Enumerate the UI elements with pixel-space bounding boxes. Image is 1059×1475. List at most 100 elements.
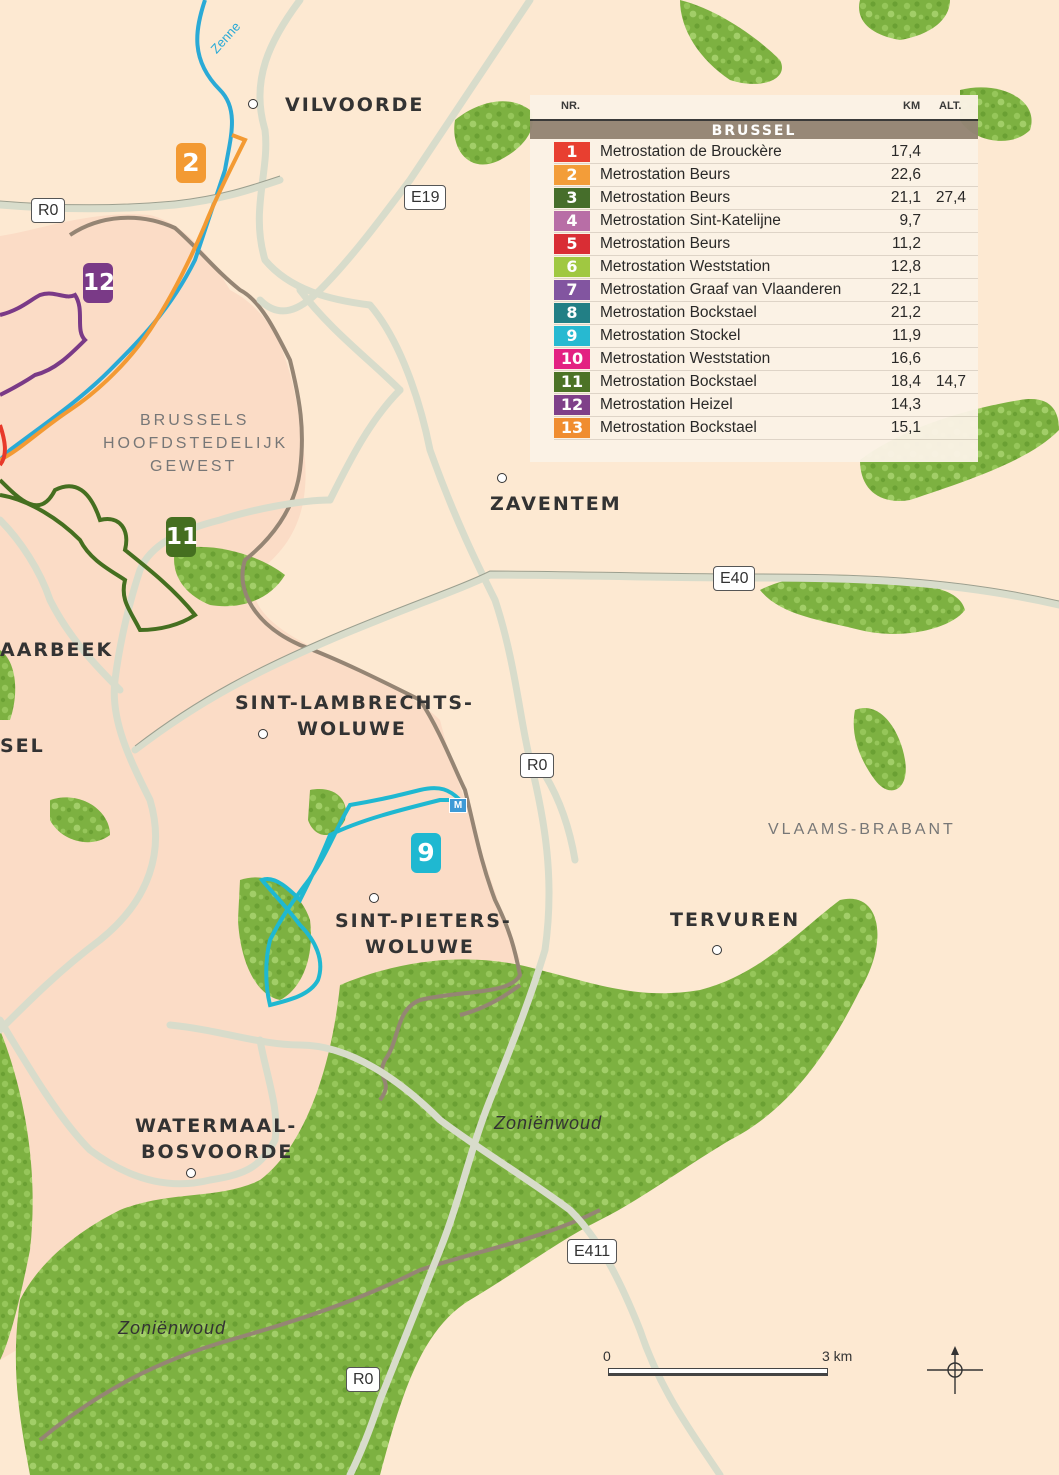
road-shield-e411: E411 — [567, 1239, 618, 1264]
legend-route-km: 22,1 — [890, 281, 921, 298]
legend-route-number: 12 — [554, 395, 590, 415]
region-brussels-line3: GEWEST — [150, 458, 238, 475]
legend-row[interactable]: 1 Metrostation de Brouckère 17,4 — [554, 141, 978, 164]
legend-route-number: 4 — [554, 211, 590, 231]
legend-route-number: 10 — [554, 349, 590, 369]
legend-route-km: 21,1 — [890, 189, 921, 206]
route-badge-9[interactable]: 9 — [411, 833, 441, 873]
legend-route-start: Metrostation Graaf van Vlaanderen — [600, 281, 842, 298]
north-arrow-icon — [927, 1346, 983, 1394]
route-11-line — [0, 478, 198, 633]
scale-start-label: 0 — [603, 1348, 611, 1364]
scale-end-label: 3 km — [822, 1348, 853, 1364]
road-shield-e40: E40 — [713, 566, 756, 591]
legend-route-km: 12,8 — [890, 258, 921, 275]
sint-lambrechts-dot — [258, 729, 268, 739]
place-brussel: SEL — [0, 735, 45, 757]
metro-station-icon: M — [449, 798, 467, 813]
legend-row[interactable]: 8 Metrostation Bockstael 21,2 — [554, 302, 978, 325]
legend-route-number: 2 — [554, 165, 590, 185]
road-shield-r0-north: R0 — [31, 198, 66, 223]
place-vilvoorde: VILVOORDE — [285, 94, 425, 116]
legend-row[interactable]: 6 Metrostation Weststation 12,8 — [554, 256, 978, 279]
scale-bar — [608, 1368, 828, 1378]
legend-route-number: 6 — [554, 257, 590, 277]
legend-route-start: Metrostation Sint-Katelijne — [600, 212, 781, 229]
legend-col-alt: ALT. — [939, 100, 962, 112]
zenne-river — [0, 0, 234, 462]
tervuren-dot — [712, 945, 722, 955]
place-sint-lambrechts-line2: WOLUWE — [297, 718, 407, 740]
legend-row[interactable]: 2 Metrostation Beurs 22,6 — [554, 164, 978, 187]
route-badge-12[interactable]: 12 — [83, 263, 115, 303]
place-zaventem: ZAVENTEM — [490, 493, 622, 515]
legend-row[interactable]: 10 Metrostation Weststation 16,6 — [554, 348, 978, 371]
legend-route-km: 18,4 — [890, 373, 921, 390]
route-2-line — [0, 133, 248, 462]
place-sint-pieters-line1: SINT-PIETERS- — [335, 910, 512, 932]
route-badge-11[interactable]: 11 — [166, 517, 198, 557]
legend-route-km: 21,2 — [890, 304, 921, 321]
legend-route-start: Metrostation Stockel — [600, 327, 741, 344]
legend-row[interactable]: 12 Metrostation Heizel 14,3 — [554, 394, 978, 417]
legend-col-km: KM — [903, 100, 921, 112]
legend-route-start: Metrostation Weststation — [600, 350, 771, 367]
place-schaarbeek: AARBEEK — [0, 639, 114, 661]
region-vlaams-brabant: VLAAMS-BRABANT — [768, 821, 956, 838]
commune-borders — [38, 215, 601, 1442]
forest-label-east: Zoniënwoud — [494, 1113, 603, 1133]
legend-row[interactable]: 4 Metrostation Sint-Katelijne 9,7 — [554, 210, 978, 233]
watermaal-dot — [186, 1168, 196, 1178]
legend-route-km: 9,7 — [899, 212, 921, 229]
legend-route-start: Metrostation Weststation — [600, 258, 771, 275]
region-brussels-line1: BRUSSELS — [140, 412, 250, 429]
legend-route-start: Metrostation de Brouckère — [600, 143, 782, 160]
legend-route-km: 11,2 — [891, 235, 921, 252]
legend-route-km: 16,6 — [890, 350, 921, 367]
route-badge-2[interactable]: 2 — [176, 143, 206, 183]
place-sint-pieters-line2: WOLUWE — [365, 936, 475, 958]
legend-route-alt: 14,7 — [935, 373, 966, 390]
legend-route-number: 5 — [554, 234, 590, 254]
road-shield-r0-east: R0 — [520, 753, 555, 778]
legend-route-start: Metrostation Beurs — [600, 189, 731, 206]
zaventem-dot — [497, 473, 507, 483]
place-watermaal-line2: BOSVOORDE — [141, 1141, 294, 1163]
legend-route-start: Metrostation Bockstael — [600, 373, 757, 390]
route-1-line — [0, 424, 7, 467]
legend-route-number: 7 — [554, 280, 590, 300]
legend-route-start: Metrostation Bockstael — [600, 304, 757, 321]
legend-route-start: Metrostation Beurs — [600, 166, 731, 183]
legend-route-km: 11,9 — [891, 327, 921, 344]
region-brussels-line2: HOOFDSTEDELIJK — [103, 435, 289, 452]
legend-row[interactable]: 9 Metrostation Stockel 11,9 — [554, 325, 978, 348]
forest-label-west: Zoniënwoud — [118, 1318, 227, 1338]
legend-route-number: 9 — [554, 326, 590, 346]
legend-route-number: 13 — [554, 418, 590, 438]
brussels-region-area — [0, 214, 520, 1360]
place-watermaal-line1: WATERMAAL- — [135, 1115, 298, 1137]
place-tervuren: TERVUREN — [670, 909, 801, 931]
legend-route-number: 8 — [554, 303, 590, 323]
vilvoorde-dot — [248, 99, 258, 109]
legend-route-number: 1 — [554, 142, 590, 162]
road-shield-r0-south: R0 — [346, 1367, 381, 1392]
legend-route-km: 17,4 — [890, 143, 921, 160]
route-12-line — [0, 291, 88, 397]
legend-route-start: Metrostation Heizel — [600, 396, 733, 413]
place-sint-lambrechts-line1: SINT-LAMBRECHTS- — [235, 692, 474, 714]
sint-pieters-dot — [369, 893, 379, 903]
legend-route-km: 22,6 — [890, 166, 921, 183]
legend-row[interactable]: 7 Metrostation Graaf van Vlaanderen 22,1 — [554, 279, 978, 302]
legend-route-km: 14,3 — [890, 396, 921, 413]
road-shield-e19: E19 — [404, 185, 447, 210]
